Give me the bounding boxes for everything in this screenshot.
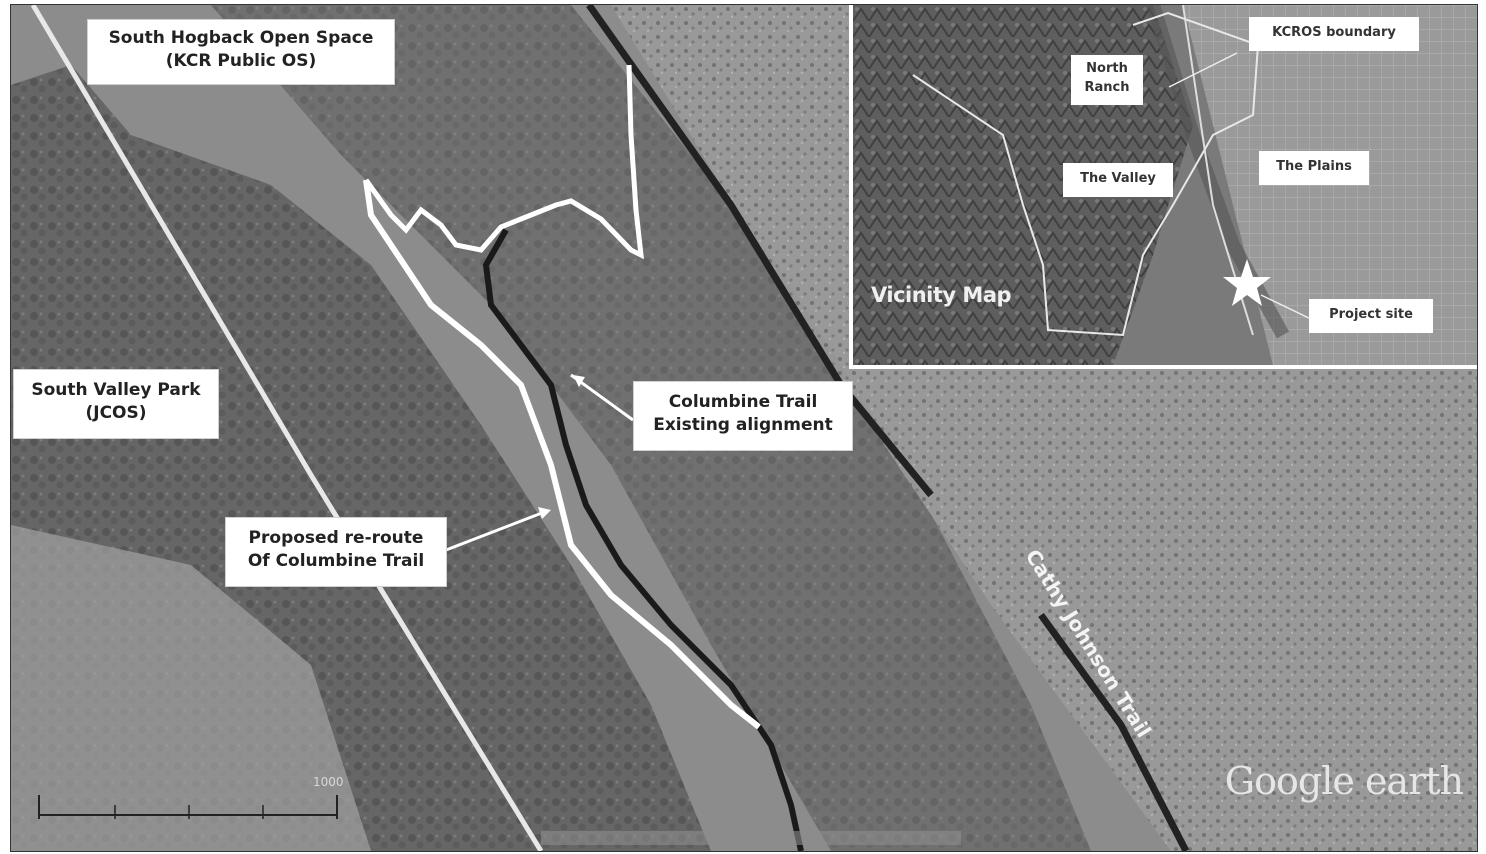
existing-trail-line[interactable] <box>482 228 804 851</box>
callout-south-valley: South Valley Park (JCOS) <box>13 369 219 439</box>
callout-proposed-reroute: Proposed re-route Of Columbine Trail <box>225 517 447 587</box>
callout-line: Existing alignment <box>653 414 833 435</box>
label-project-site: Project site <box>1309 299 1433 333</box>
callout-line: South Hogback Open Space <box>108 28 374 48</box>
vicinity-map-inset[interactable]: Vicinity Map KCROS boundary North Ranch … <box>849 5 1477 369</box>
callout-line: Proposed re-route <box>248 528 424 548</box>
callout-south-hogback: South Hogback Open Space (KCR Public OS) <box>87 19 395 85</box>
inset-label-text: KCROS boundary <box>1272 25 1396 40</box>
google-earth-logo: Google earth <box>1224 759 1464 803</box>
callout-line: (KCR Public OS) <box>165 50 317 71</box>
meadow-lower-left <box>11 525 371 851</box>
callout-columbine-existing: Columbine Trail Existing alignment <box>633 381 853 451</box>
callout-line: Of Columbine Trail <box>247 550 425 571</box>
inset-label-text: North <box>1086 61 1128 76</box>
inset-label-text: Project site <box>1329 307 1413 322</box>
label-kcros-boundary: KCROS boundary <box>1249 17 1419 51</box>
road-lower <box>1038 612 1190 851</box>
label-the-valley: The Valley <box>1063 163 1173 197</box>
callout-line: (JCOS) <box>85 402 147 423</box>
label-the-plains: The Plains <box>1259 151 1369 185</box>
existing-arrow-head <box>573 375 585 387</box>
inset-label-text: The Plains <box>1276 159 1352 174</box>
proposed-trail-upper-loop <box>363 64 644 260</box>
scale-label: 1000 <box>313 775 344 789</box>
proposed-arrow-head <box>538 507 551 519</box>
road-upper <box>586 5 934 498</box>
inset-hogback <box>1146 5 1290 339</box>
project-site-leader <box>1260 294 1314 321</box>
project-site-star <box>1223 259 1271 306</box>
map-frame: South Hogback Open Space (KCR Public OS)… <box>10 4 1478 852</box>
proposed-trail-line[interactable] <box>363 179 761 730</box>
label-north-ranch: North Ranch <box>1071 55 1143 105</box>
callout-line: South Valley Park <box>31 380 201 400</box>
proposed-callout-arrow <box>445 509 548 552</box>
vicinity-map-title: Vicinity Map <box>871 283 1012 307</box>
status-strip <box>541 831 961 845</box>
inset-label-text: The Valley <box>1080 171 1156 186</box>
scale-bar <box>38 795 338 819</box>
callout-line: Columbine Trail <box>668 392 818 412</box>
kcros-leader <box>1168 52 1238 88</box>
highway-line <box>30 5 544 851</box>
inset-label-text: Ranch <box>1084 79 1130 95</box>
